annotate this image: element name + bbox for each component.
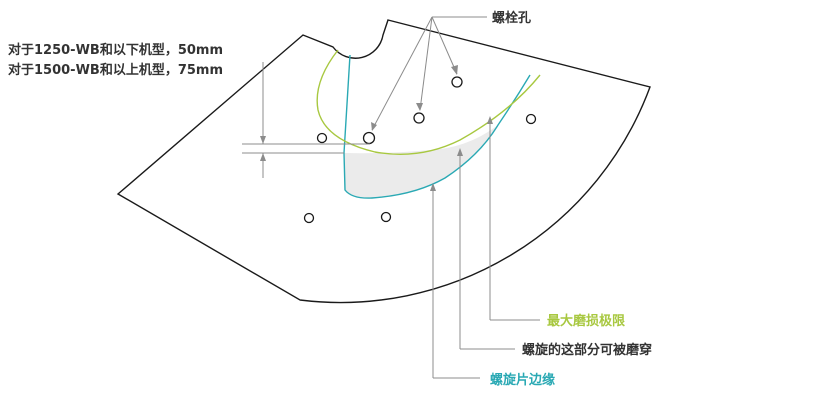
bolt-hole-arrowheads (371, 65, 458, 131)
bolt-hole-leaders (371, 16, 487, 131)
worn-through-leader (459, 150, 515, 350)
flight-edge-label: 螺旋片边缘 (490, 372, 555, 388)
thickness-label-line2: 对于1500-WB和以上机型，75mm (8, 62, 223, 78)
max-wear-limit-arrowhead (487, 116, 493, 124)
worn-through-label: 螺旋的这部分可被磨穿 (522, 342, 652, 358)
worn-through-region (344, 125, 498, 199)
max-wear-limit-leader (489, 118, 540, 321)
bolt-hole (413, 112, 425, 124)
thickness-label-line1: 对于1250-WB和以下机型，50mm (8, 42, 223, 58)
flight-edge-arrowhead (430, 183, 436, 191)
bolt-hole (316, 132, 328, 144)
bolt-hole (525, 113, 537, 125)
thickness-arrowheads (260, 136, 266, 161)
max-wear-limit-label: 最大磨损极限 (547, 313, 626, 329)
flight-edge-leader (432, 185, 480, 379)
bolt-hole (362, 131, 376, 145)
bolt-holes (303, 76, 537, 224)
thickness-dimension (242, 62, 370, 178)
max-wear-limit-curve (316, 49, 541, 155)
bolt-holes-label: 螺栓孔 (492, 10, 531, 26)
flight-edge-curve (343, 54, 531, 199)
bolt-hole (303, 212, 315, 224)
bolt-hole (451, 76, 463, 88)
worn-through-arrowhead (457, 148, 463, 156)
bolt-hole (380, 211, 392, 223)
flight-sector-outline (116, 19, 651, 304)
